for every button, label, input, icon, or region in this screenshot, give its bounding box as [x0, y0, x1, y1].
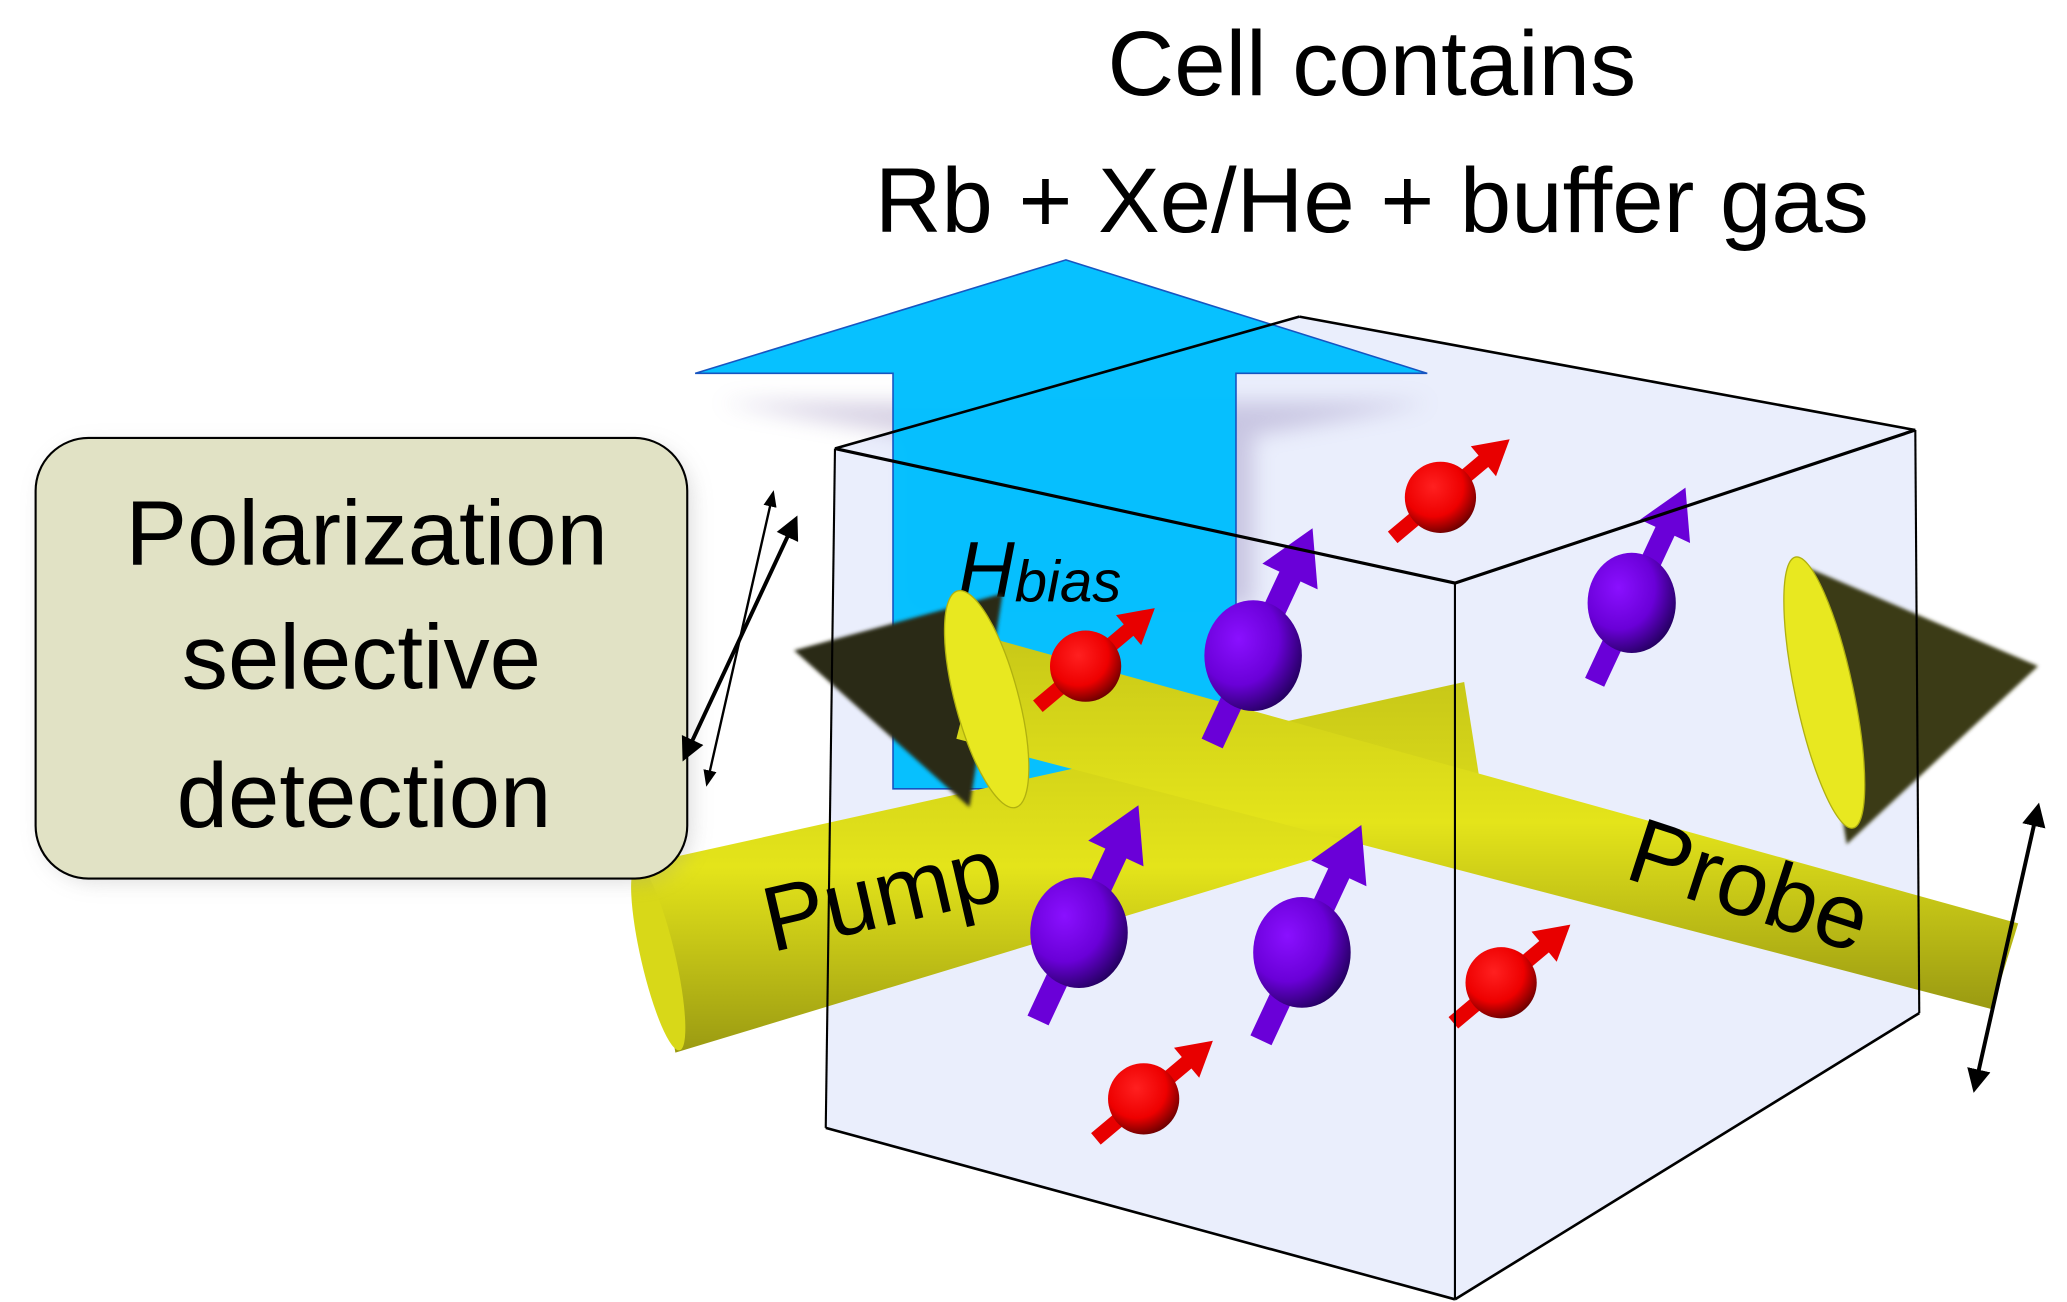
cell-edge	[824, 448, 837, 1128]
noble-gas-atom	[1250, 825, 1367, 1046]
spin-arrow-icon	[1174, 1040, 1213, 1078]
field-arrow: Hbias	[694, 259, 1432, 790]
atom-sphere	[1465, 947, 1537, 1019]
atom-sphere	[1587, 552, 1676, 653]
cell-edge	[1914, 430, 1921, 1014]
noble-gas-atom	[1201, 528, 1318, 749]
title-line-2: Rb + Xe/He + buffer gas	[875, 148, 1869, 252]
probe-flange-right	[1783, 556, 1866, 829]
atoms	[1027, 439, 1691, 1145]
spin-arrow-icon	[1470, 439, 1510, 477]
title-line-1: Cell contains	[1108, 11, 1637, 115]
cell-edge	[1299, 315, 1916, 432]
detector-line-3: detection	[177, 743, 552, 847]
probe-flange-left	[943, 589, 1030, 809]
atom-sphere	[1253, 897, 1351, 1008]
atom-sphere	[1108, 1063, 1180, 1135]
rb-atom	[1033, 608, 1155, 712]
rb-atom	[1448, 924, 1571, 1029]
polarization-arrow-thick	[681, 515, 799, 762]
spin-arrow-icon	[1640, 487, 1691, 543]
detector-line-1: Polarization	[125, 481, 607, 585]
cell-edge	[834, 446, 1456, 585]
spin-arrow-icon	[1311, 825, 1367, 887]
polarization-arrow-right	[1967, 802, 2046, 1093]
rb-atom	[1091, 1040, 1213, 1145]
spin-arrow-icon	[1262, 528, 1318, 590]
cell-edges-front	[824, 428, 1921, 1301]
cell-edge	[834, 315, 1300, 450]
spin-arrow-icon	[1088, 805, 1144, 867]
spin-arrow-icon	[1531, 924, 1571, 962]
atom-sphere	[1404, 461, 1477, 533]
probe-polarization-arrow	[1967, 802, 2046, 1093]
polarization-arrows-left	[681, 490, 799, 787]
detector-line-2: selective	[182, 605, 541, 709]
atom-sphere	[1030, 877, 1128, 989]
atom-sphere	[1204, 600, 1302, 712]
pump-beam-end	[631, 865, 686, 1051]
spin-arrow-icon	[1115, 608, 1155, 646]
noble-gas-atom	[1027, 805, 1144, 1026]
cell-edge	[1454, 1011, 1920, 1301]
detector-box: Polarization selective detection	[34, 436, 692, 882]
title: Cell contains Rb + Xe/He + buffer gas	[875, 11, 1869, 252]
cell-edge	[1454, 428, 1916, 585]
cell-edges-back	[834, 315, 1916, 450]
noble-gas-atom	[1585, 487, 1691, 687]
atom-sphere	[1049, 630, 1122, 702]
cell-edge	[825, 1126, 1456, 1301]
rb-atom	[1387, 439, 1510, 544]
